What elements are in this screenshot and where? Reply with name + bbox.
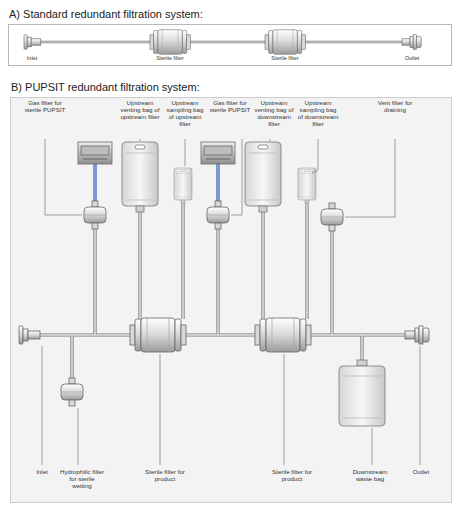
part-label: Sterile filter: [145, 55, 195, 61]
part-label: Downstream waste bag: [348, 468, 392, 482]
panel-frame: B) PUPSIT redundant filtration system:: [10, 97, 452, 503]
panel-heading: A) Standard redundant filtration system:: [9, 8, 203, 20]
standard-assembly: [24, 30, 421, 54]
part-label: Upstream venting bag of upstream filter: [119, 99, 161, 120]
waste-bag: [339, 360, 385, 426]
part-label: Upstream sampling bag of upstream filter: [164, 99, 206, 128]
part-label: Vent filter for draining: [373, 99, 417, 113]
part-label: Inlet: [27, 468, 57, 475]
pupsit-assembly: [19, 142, 429, 426]
panel-frame: A) Standard redundant filtration system:: [8, 24, 452, 66]
part-label: Sterile filter: [260, 55, 310, 61]
leader-lines: [42, 139, 420, 465]
part-label: Inlet: [17, 55, 47, 61]
part-label: Hydrophilic filter for sterile wetting: [60, 468, 104, 489]
part-label: Sterile filter for product: [143, 468, 187, 482]
part-label: Outlet: [408, 468, 434, 475]
panel-heading: B) PUPSIT redundant filtration system:: [11, 81, 200, 93]
part-label: Upstream venting bag of downstream filte…: [253, 99, 295, 128]
part-label: Gas filter for sterile PUPSIT: [209, 99, 251, 113]
part-label: Outlet: [397, 55, 427, 61]
part-label: Sterile filter for product: [270, 468, 314, 482]
part-label: Upstream sampling bag of downstream filt…: [297, 99, 339, 128]
panel-ground: [10, 97, 452, 503]
part-label: Gas filter for sterile PUPSIT: [24, 99, 66, 113]
